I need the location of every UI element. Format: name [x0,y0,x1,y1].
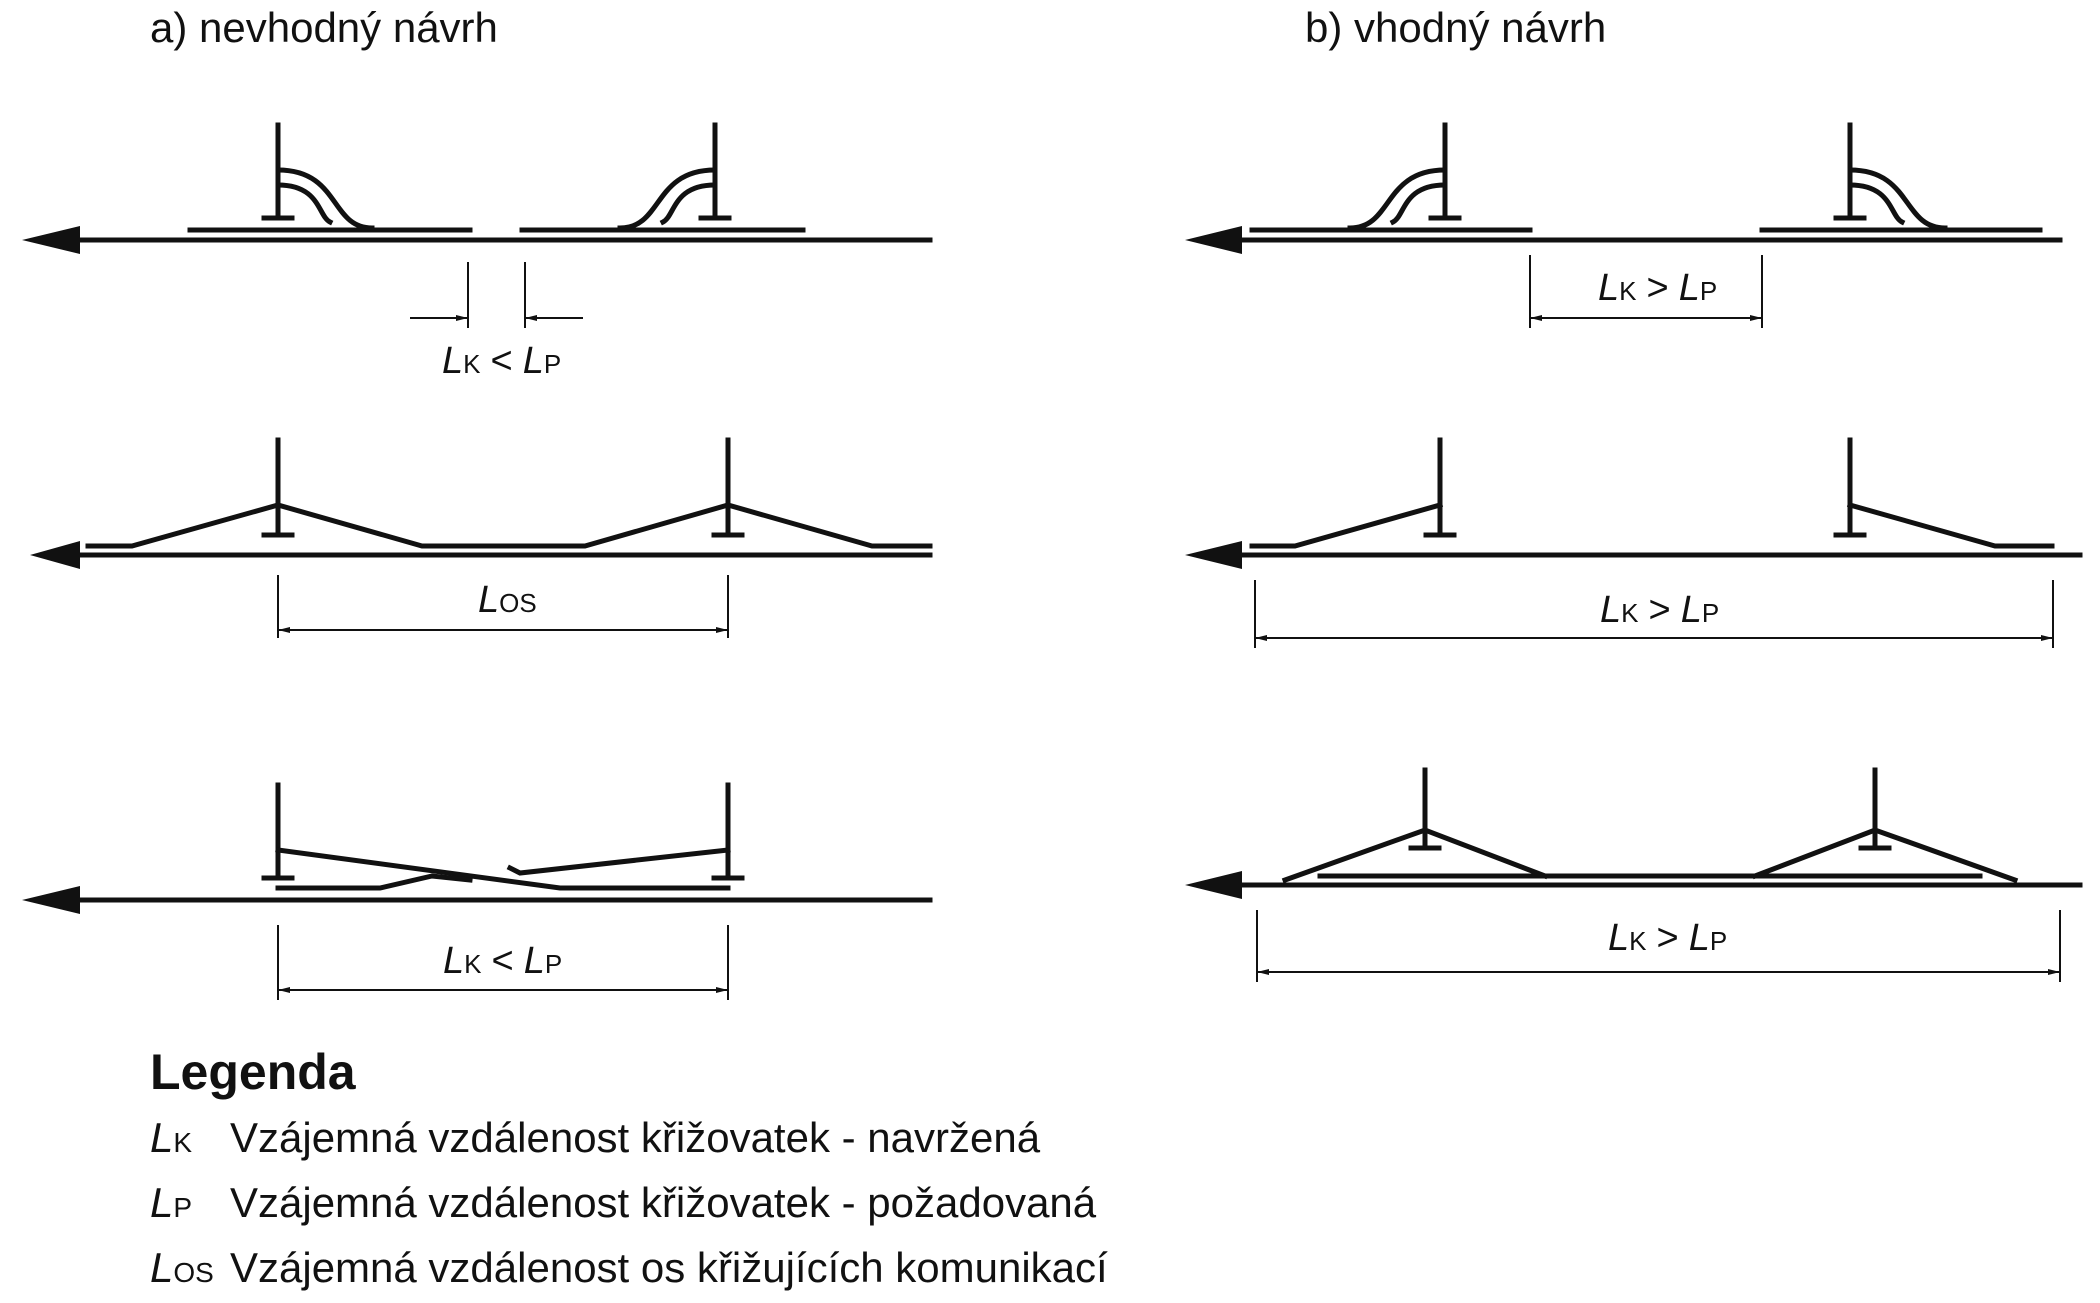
panel-b-row1: LK>LP [1185,122,2063,328]
direction-arrow [1185,226,1242,254]
direction-arrow [1185,541,1242,569]
legend-item: LP Vzájemná vzdálenost křižovatek - poža… [150,1173,1108,1238]
ramp-curve [1847,182,1906,226]
legend-text: Vzájemná vzdálenost os křižujících komun… [230,1244,1108,1291]
legend-text: Vzájemná vzdálenost křižovatek - navržen… [230,1114,1041,1161]
legend-text: Vzájemná vzdálenost křižovatek - požadov… [230,1179,1097,1226]
taper-lane [85,502,933,549]
direction-arrow [30,541,80,569]
legend-symbol: LOS [150,1244,214,1291]
panel-a-title: a) nevhodný návrh [150,4,498,51]
dimension-label: LOS [478,579,537,621]
legend: Legenda LK Vzájemná vzdálenost křižovate… [150,1045,1108,1303]
taper-lane [1249,501,1444,549]
dimension-label: LK<LP [443,940,562,982]
acceleration-lane [506,847,731,876]
taper-lane [1846,501,2055,549]
deceleration-lane [275,847,731,891]
legend-item: LK Vzájemná vzdálenost křižovatek - navr… [150,1108,1108,1173]
ramp-curve [659,182,718,226]
panel-a-row3: LK<LP [22,782,933,1000]
dimension-label: LK>LP [1598,267,1717,309]
panel-b-row2: LK>LP [1185,437,2083,648]
panel-b-row3: LK>LP [1185,767,2083,982]
ramp-curve [275,182,334,226]
ramp-curve [1389,182,1448,226]
taper-lane [1751,827,2019,884]
panel-b-title: b) vhodný návrh [1305,4,1606,51]
direction-arrow [1185,871,1242,899]
direction-arrow [22,226,80,254]
legend-title: Legenda [150,1044,356,1100]
ramp-curve [1847,167,1948,231]
ramp-curve [1347,167,1448,231]
taper-lane [1281,827,1549,884]
ramp-curve [275,167,375,231]
direction-arrow [22,886,80,914]
panel-a-row1: LK<LP [22,122,933,382]
dimension-label: LK>LP [1608,917,1727,959]
panel-a-row2: LOS [30,437,933,638]
dimension-label: LK>LP [1600,589,1719,631]
legend-item: LOS Vzájemná vzdálenost os křižujících k… [150,1238,1108,1303]
legend-symbol: LP [150,1179,193,1226]
ramp-curve [617,167,718,231]
legend-symbol: LK [150,1114,193,1161]
dimension-label: LK<LP [442,340,561,382]
auxiliary-lane [275,873,473,891]
